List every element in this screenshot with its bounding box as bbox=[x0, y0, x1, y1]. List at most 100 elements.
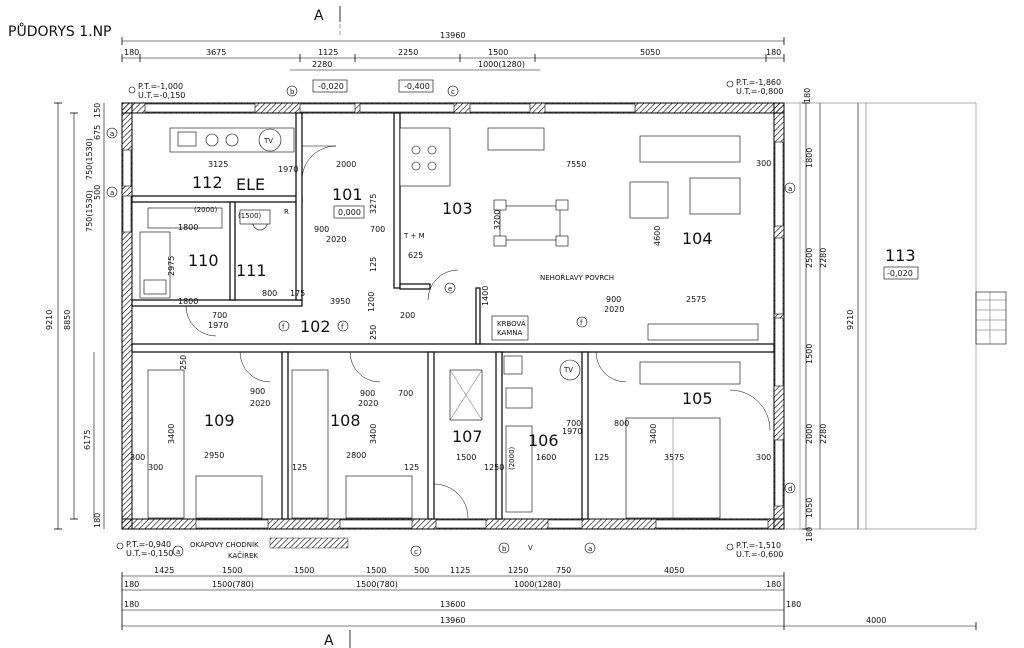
svg-text:P.T.=-0,940: P.T.=-0,940 bbox=[126, 540, 171, 549]
svg-text:750: 750 bbox=[556, 566, 571, 575]
svg-text:1800: 1800 bbox=[805, 148, 814, 168]
svg-text:1500: 1500 bbox=[294, 566, 314, 575]
tm-label: T + M bbox=[403, 232, 425, 240]
room-102-label: 102 bbox=[300, 317, 331, 336]
top-dimensions: 13960 180 3675 1125 2250 1500 5050 180 2… bbox=[121, 31, 785, 71]
svg-text:0,000: 0,000 bbox=[338, 208, 361, 217]
svg-text:625: 625 bbox=[408, 251, 423, 260]
krbova-label-1: KRBOVÁ bbox=[497, 319, 526, 328]
svg-text:3275: 3275 bbox=[369, 194, 378, 214]
svg-text:500: 500 bbox=[93, 185, 102, 200]
room-109-label: 109 bbox=[204, 411, 235, 430]
svg-text:f: f bbox=[580, 319, 583, 327]
svg-text:P.T.=-1,510: P.T.=-1,510 bbox=[736, 541, 781, 550]
r-label: R bbox=[284, 208, 289, 216]
svg-text:1500: 1500 bbox=[456, 453, 476, 462]
svg-text:1500(780): 1500(780) bbox=[212, 580, 254, 589]
svg-text:750(1530): 750(1530) bbox=[85, 138, 94, 180]
svg-text:1500: 1500 bbox=[488, 48, 508, 57]
svg-text:7550: 7550 bbox=[566, 160, 586, 169]
svg-text:1800: 1800 bbox=[178, 223, 198, 232]
bathroom-110-fixtures bbox=[139, 207, 223, 299]
svg-text:1000(1280): 1000(1280) bbox=[514, 580, 561, 589]
svg-text:3575: 3575 bbox=[664, 453, 684, 462]
svg-text:800: 800 bbox=[262, 289, 277, 298]
svg-text:2000: 2000 bbox=[805, 424, 814, 444]
svg-text:A: A bbox=[314, 8, 324, 24]
svg-text:3200: 3200 bbox=[493, 210, 502, 230]
svg-text:-0,400: -0,400 bbox=[404, 82, 430, 91]
svg-text:a: a bbox=[788, 185, 792, 193]
svg-text:a: a bbox=[176, 548, 180, 556]
svg-text:13960: 13960 bbox=[440, 616, 465, 625]
svg-text:150: 150 bbox=[93, 103, 102, 118]
svg-text:a: a bbox=[110, 189, 114, 197]
room-112-label: 112 bbox=[192, 173, 223, 192]
svg-text:U.T.=-0,150: U.T.=-0,150 bbox=[126, 549, 173, 558]
size-2000a: (2000) bbox=[194, 206, 218, 214]
terrace-outline bbox=[783, 102, 1007, 530]
svg-text:4600: 4600 bbox=[653, 226, 662, 246]
svg-text:180: 180 bbox=[124, 600, 139, 609]
svg-text:1000(1280): 1000(1280) bbox=[478, 60, 525, 69]
level-bottom-left: P.T.=-0,940 U.T.=-0,150 bbox=[116, 540, 173, 558]
svg-text:a: a bbox=[110, 130, 114, 138]
wc-111-fixtures bbox=[239, 209, 271, 231]
svg-text:1970: 1970 bbox=[208, 321, 228, 330]
svg-text:-0,020: -0,020 bbox=[318, 82, 344, 91]
svg-text:300: 300 bbox=[756, 159, 771, 168]
svg-text:d: d bbox=[788, 485, 792, 493]
svg-text:900: 900 bbox=[314, 225, 329, 234]
interior-dimensions: 3125 2000 7550 1800 1800 3950 2575 2950 … bbox=[130, 159, 771, 472]
svg-text:180: 180 bbox=[93, 513, 102, 528]
svg-text:P.T.=-1,860: P.T.=-1,860 bbox=[736, 78, 781, 87]
svg-text:200: 200 bbox=[400, 311, 415, 320]
level-top-right: P.T.=-1,860 U.T.=-0,800 bbox=[726, 78, 783, 96]
svg-text:U.T.=-0,800: U.T.=-0,800 bbox=[736, 87, 783, 96]
kitchen-103-fixtures bbox=[399, 127, 569, 247]
svg-text:2575: 2575 bbox=[686, 295, 706, 304]
krbova-label-2: KAMNA bbox=[497, 329, 523, 337]
svg-text:300: 300 bbox=[756, 453, 771, 462]
svg-text:2000: 2000 bbox=[336, 160, 356, 169]
right-dimensions: 9210 180 1800 2500 1500 2000 1050 180 22… bbox=[802, 88, 859, 542]
v-label: V bbox=[528, 544, 533, 552]
svg-text:2020: 2020 bbox=[358, 399, 378, 408]
svg-text:125: 125 bbox=[369, 257, 378, 272]
svg-text:900: 900 bbox=[606, 295, 621, 304]
outer-walls bbox=[121, 102, 785, 530]
bedroom-105-furniture bbox=[625, 361, 741, 519]
bottom-dimensions: 1425 1500 1500 1500 500 1125 1250 750 40… bbox=[121, 566, 977, 630]
size-1500: (1500) bbox=[238, 212, 262, 220]
interior-walls bbox=[131, 112, 775, 520]
svg-text:500: 500 bbox=[414, 566, 429, 575]
room-104-label: 104 bbox=[682, 229, 713, 248]
svg-text:2020: 2020 bbox=[250, 399, 270, 408]
svg-text:1500: 1500 bbox=[805, 344, 814, 364]
svg-text:180: 180 bbox=[803, 88, 812, 103]
svg-text:U.T.=-0,600: U.T.=-0,600 bbox=[736, 550, 783, 559]
svg-text:1970: 1970 bbox=[562, 427, 582, 436]
svg-text:180: 180 bbox=[766, 48, 781, 57]
room-108-label: 108 bbox=[330, 411, 361, 430]
svg-text:180: 180 bbox=[124, 580, 139, 589]
level-top-left: P.T.=-1,000 U.T.=-0,150 bbox=[128, 82, 185, 100]
bedroom-109-furniture bbox=[147, 369, 263, 519]
svg-text:3400: 3400 bbox=[649, 424, 658, 444]
svg-text:800: 800 bbox=[614, 419, 629, 428]
doors bbox=[185, 145, 771, 519]
svg-text:2280: 2280 bbox=[819, 248, 828, 268]
svg-text:900: 900 bbox=[360, 389, 375, 398]
svg-text:13600: 13600 bbox=[440, 600, 465, 609]
tv-label-1: TV bbox=[263, 137, 273, 145]
svg-text:3675: 3675 bbox=[206, 48, 226, 57]
svg-text:1800: 1800 bbox=[178, 297, 198, 306]
svg-text:2500: 2500 bbox=[805, 248, 814, 268]
svg-text:4050: 4050 bbox=[664, 566, 684, 575]
svg-text:2800: 2800 bbox=[346, 451, 366, 460]
svg-text:250: 250 bbox=[369, 325, 378, 340]
svg-text:125: 125 bbox=[292, 463, 307, 472]
svg-text:13960: 13960 bbox=[440, 31, 465, 40]
svg-text:1250: 1250 bbox=[508, 566, 528, 575]
svg-text:2280: 2280 bbox=[312, 60, 332, 69]
